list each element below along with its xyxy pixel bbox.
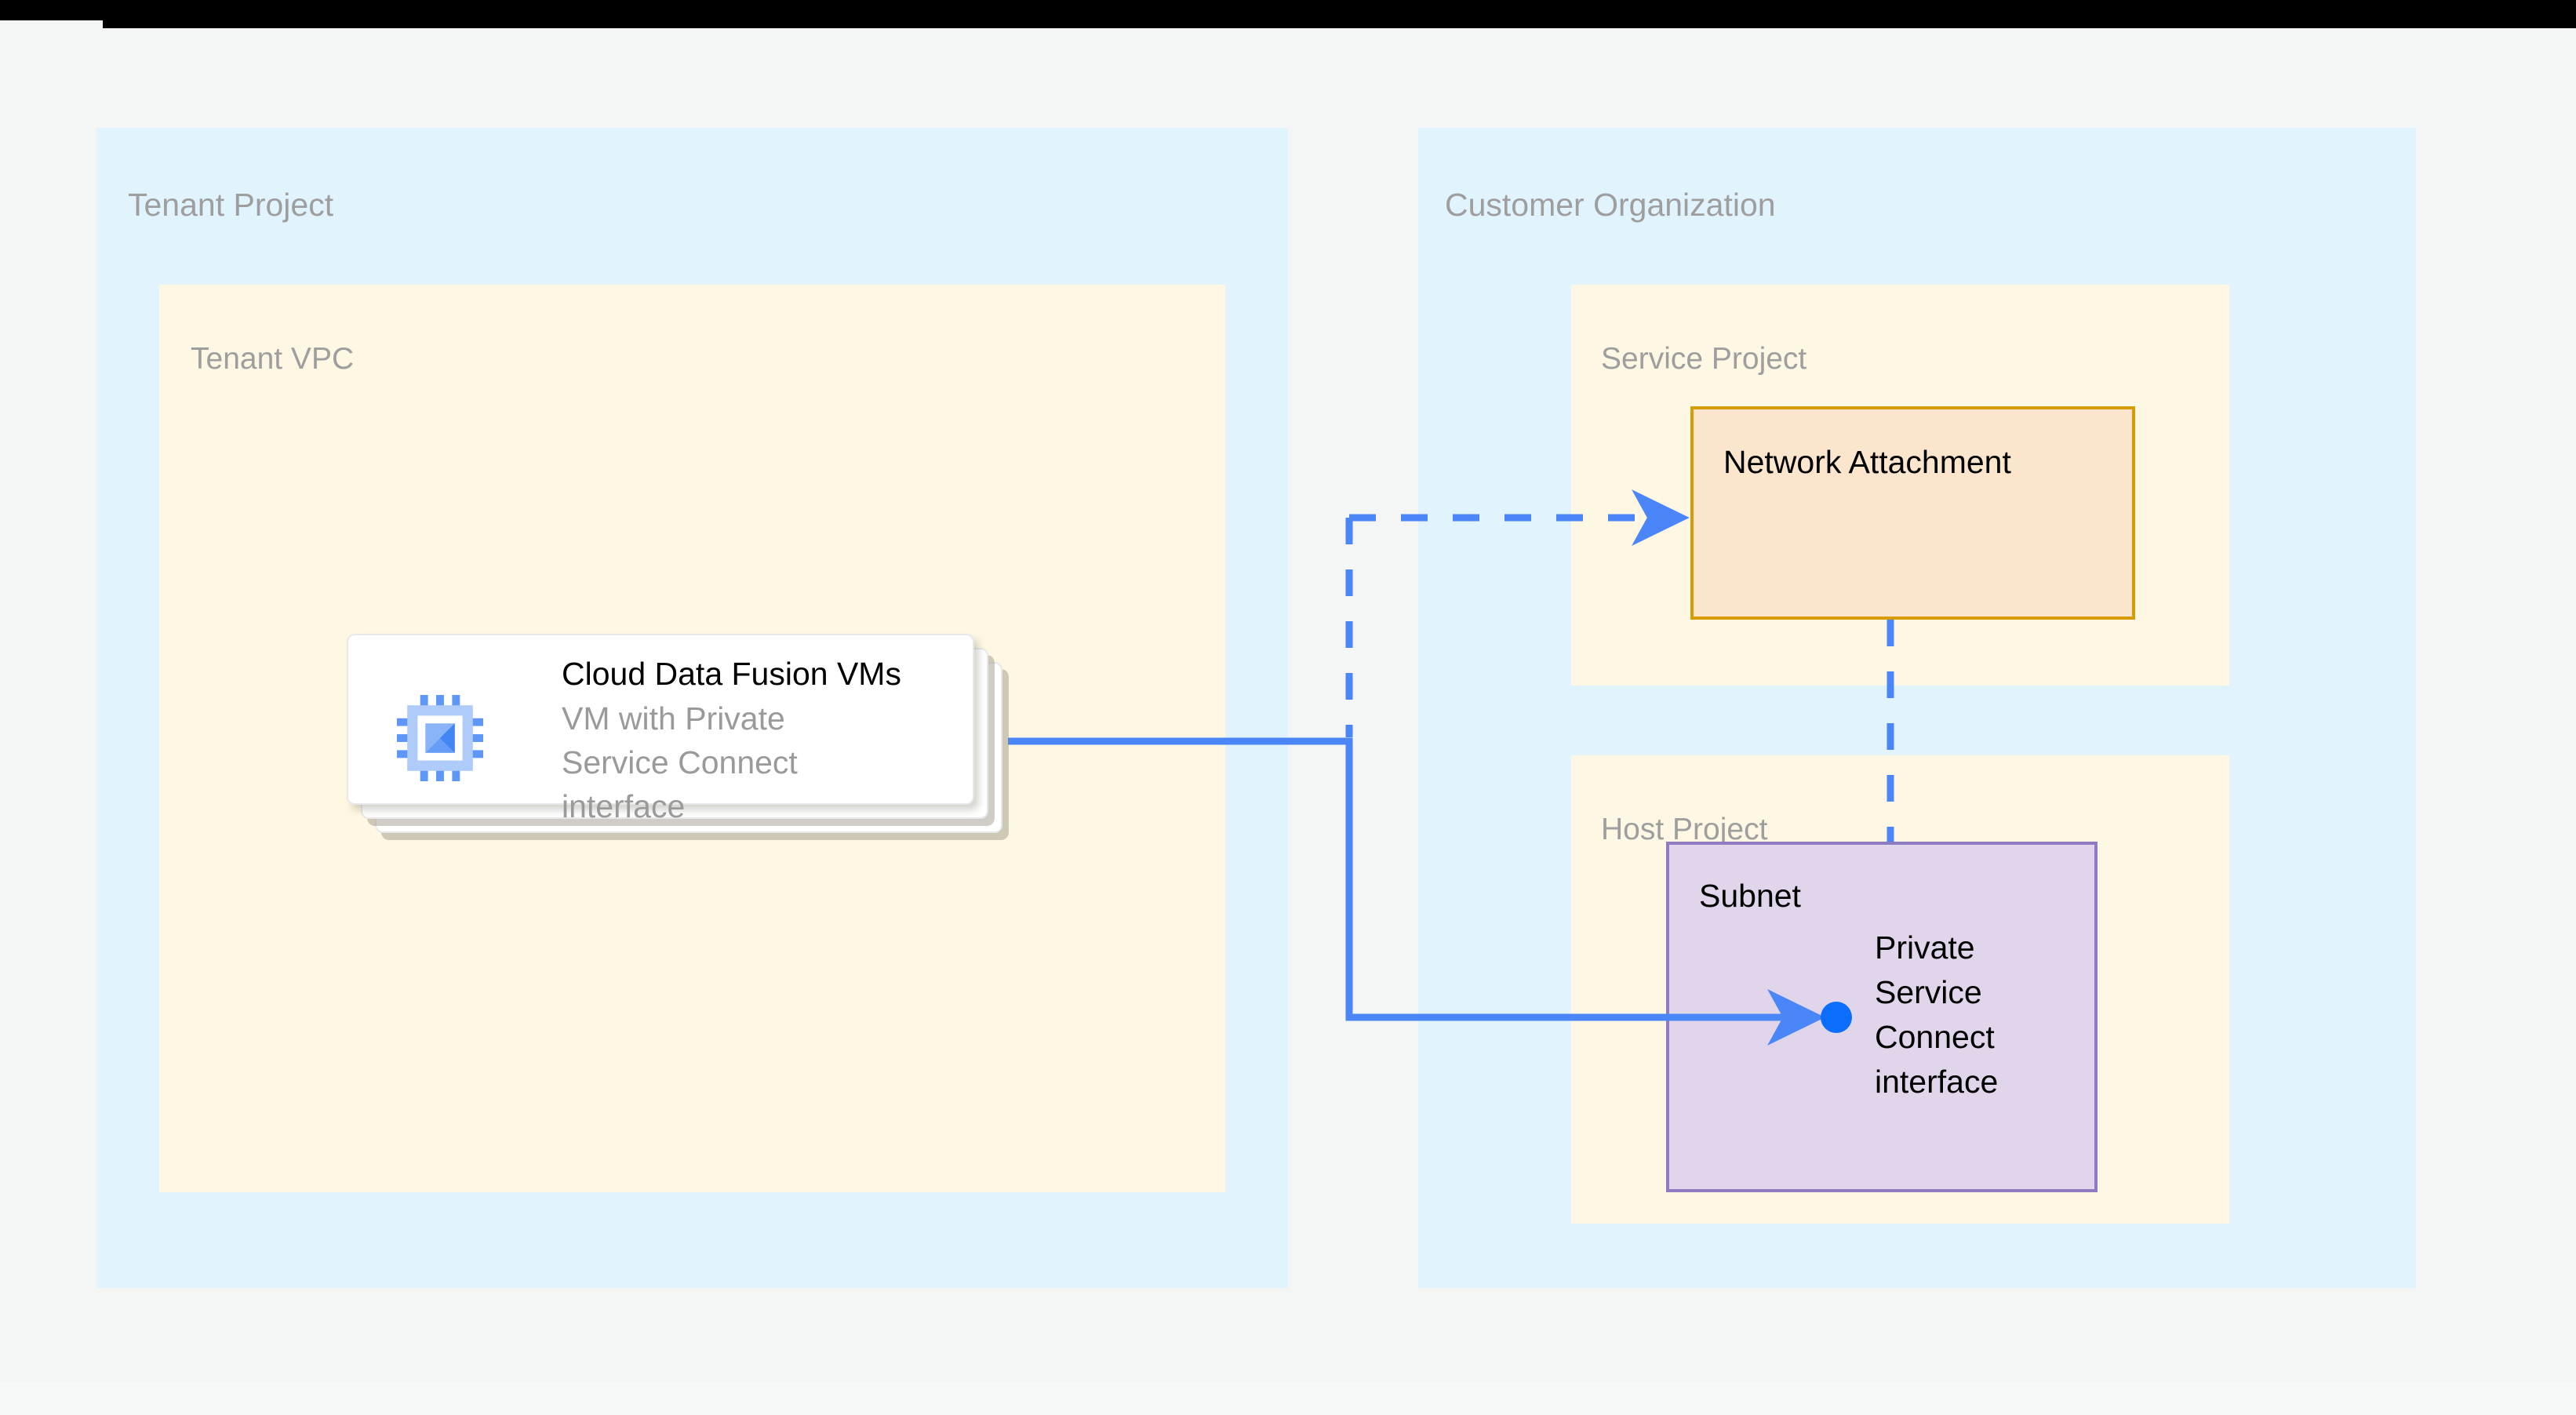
node-subnet-label: Subnet xyxy=(1699,878,1801,914)
top-black-bar-right xyxy=(103,0,2576,28)
group-tenant-project-label: Tenant Project xyxy=(128,187,334,223)
top-black-bar-left xyxy=(0,0,103,20)
node-network-attachment[interactable]: Network Attachment xyxy=(1690,406,2135,620)
vm-card-subtitle: VM with Private Service Connect interfac… xyxy=(562,700,798,824)
group-customer-organization-label: Customer Organization xyxy=(1445,187,1776,223)
vm-card-front-layer[interactable]: Cloud Data Fusion VMs VM with Private Se… xyxy=(347,634,974,824)
vm-card-title: Cloud Data Fusion VMs xyxy=(562,656,901,692)
group-service-project-label: Service Project xyxy=(1601,342,1807,376)
node-cloud-data-fusion-vms[interactable]: Cloud Data Fusion VMs VM with Private Se… xyxy=(347,634,1021,861)
bottom-strip xyxy=(0,1382,2576,1415)
node-psc-interface-label: Private Service Connect interface xyxy=(1875,929,1999,1100)
group-tenant-vpc-label: Tenant VPC xyxy=(191,342,355,376)
cpu-chip-icon xyxy=(397,695,483,781)
node-network-attachment-label: Network Attachment xyxy=(1723,444,2011,480)
